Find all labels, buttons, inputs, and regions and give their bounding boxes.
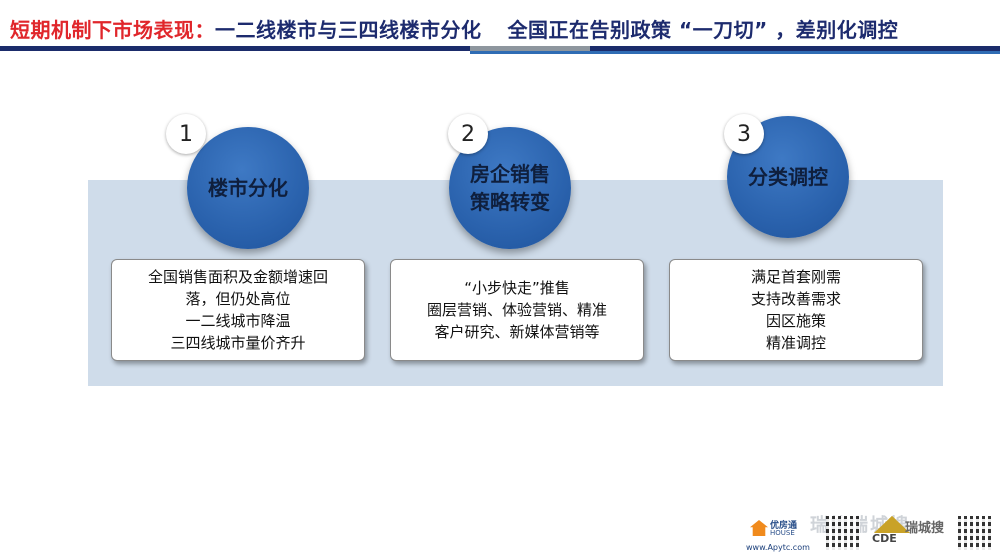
slide-title: 短期机制下市场表现：一二线楼市与三四线楼市分化 全国正在告别政策 “一刀切” ，差… (10, 14, 898, 43)
house-logo-sub: HOUSE (770, 529, 795, 537)
header-bar-right (590, 46, 1000, 51)
topic-label-2: 房企销售 策略转变 (470, 162, 550, 214)
number-badge-3: 3 (724, 114, 764, 154)
cde-logo: CDE (872, 516, 910, 550)
topic-circle-1: 楼市分化 (187, 127, 309, 249)
number-badge-2: 2 (448, 114, 488, 154)
slide-header: 短期机制下市场表现：一二线楼市与三四线楼市分化 全国正在告别政策 “一刀切” ，差… (0, 0, 1000, 60)
box-1-line: 落，但仍处高位 (185, 290, 291, 308)
title-part-1: 一二线楼市与三四线楼市分化 (215, 18, 482, 42)
topic-box-3: 满足首套刚需 支持改善需求 因区施策 精准调控 (669, 259, 923, 361)
house-icon (750, 520, 768, 536)
title-lead: 短期机制下市场表现： (10, 18, 215, 42)
box-3-line: 精准调控 (765, 334, 826, 352)
topic-box-1: 全国销售面积及金额增速回 落，但仍处高位 一二线城市降温 三四线城市量价齐升 (111, 259, 365, 361)
box-2-line: 圈层营销、体验营销、精准 (426, 301, 607, 319)
box-3-line: 满足首套刚需 (750, 268, 841, 286)
box-2-line: “小步快走”推售 (464, 279, 570, 297)
header-bar-blue (470, 51, 1000, 54)
box-3-line: 支持改善需求 (750, 290, 841, 308)
house-logo-url: www.Apytc.com (746, 543, 810, 552)
house-logo: 优房通 HOUSE www.Apytc.com (746, 512, 810, 552)
topic-label-3: 分类调控 (748, 165, 828, 189)
house-logo-name: 优房通 (770, 521, 798, 531)
topic-box-2: “小步快走”推售 圈层营销、体验营销、精准 客户研究、新媒体营销等 (390, 259, 644, 361)
qr-code-icon (958, 516, 992, 550)
box-3-line: 因区施策 (765, 312, 826, 330)
header-bar-left (0, 46, 470, 51)
box-1-line: 一二线城市降温 (185, 312, 291, 330)
cde-logo-name: 瑞城搜 (905, 521, 945, 536)
topic-label-1: 楼市分化 (208, 176, 288, 200)
cde-logo-text: CDE (872, 532, 897, 545)
title-part-2: 全国正在告别政策 “一刀切” ，差别化调控 (507, 18, 899, 42)
box-2-line: 客户研究、新媒体营销等 (434, 323, 600, 341)
box-1-line: 三四线城市量价齐升 (170, 334, 306, 352)
topic-circle-2: 房企销售 策略转变 (449, 127, 571, 249)
qr-code-icon (826, 516, 860, 550)
box-1-line: 全国销售面积及金额增速回 (147, 268, 328, 286)
number-badge-1: 1 (166, 114, 206, 154)
